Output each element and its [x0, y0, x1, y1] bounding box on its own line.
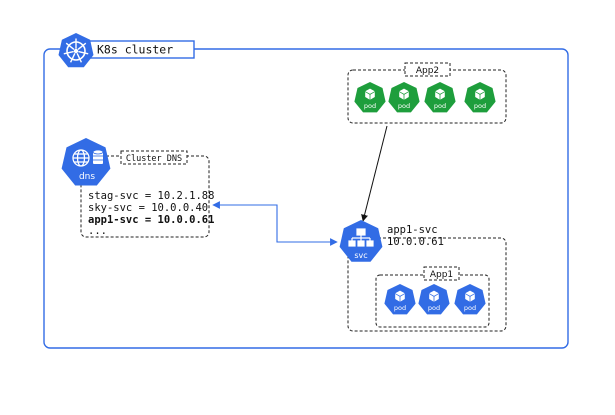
pod-label: pod — [474, 102, 486, 110]
svc-ip: 10.0.0.61 — [387, 236, 444, 248]
pod-icon: pod — [424, 82, 456, 113]
pod-label: pod — [364, 102, 376, 110]
app1-label: App1 — [430, 270, 453, 280]
pod-icon: pod — [354, 82, 386, 113]
service-icon: svc — [339, 220, 383, 262]
dns-icon-label: dns — [79, 172, 95, 182]
app2-pods: pod pod pod pod — [354, 82, 496, 113]
dns-record: stag-svc = 10.2.1.88 — [88, 190, 214, 202]
pod-icon: pod — [418, 284, 450, 315]
app2-to-svc-arrow — [361, 125, 388, 222]
svc-name: app1-svc — [387, 224, 438, 236]
dns-record: sky-svc = 10.0.0.40 — [88, 202, 208, 214]
pod-icon: pod — [384, 284, 416, 315]
dns-icon: dns — [61, 138, 111, 186]
app1-label-box — [423, 266, 460, 281]
app1-svc-box — [347, 237, 507, 332]
dns-box-label: Cluster DNS — [126, 154, 182, 164]
app1-pods: pod pod pod — [384, 284, 486, 315]
pod-icon: pod — [464, 82, 496, 113]
pod-icon: pod — [388, 82, 420, 113]
dns-record-highlighted: app1-svc = 10.0.0.61 — [88, 214, 214, 226]
pod-label: pod — [398, 102, 410, 110]
pod-label: pod — [464, 304, 476, 312]
kubernetes-wheel-icon — [58, 33, 94, 68]
cluster-title: K8s cluster — [97, 43, 173, 57]
app2-label-box — [404, 62, 451, 77]
dns-box — [80, 155, 210, 238]
cluster-border — [43, 48, 569, 349]
app2-box — [347, 69, 507, 124]
dns-svc-connector — [212, 201, 338, 246]
dns-label-box — [120, 150, 188, 165]
dns-record: ... — [88, 225, 107, 237]
pod-label: pod — [434, 102, 446, 110]
svc-icon-label: svc — [354, 251, 367, 260]
pod-icon: pod — [454, 284, 486, 315]
pod-label: pod — [394, 304, 406, 312]
pod-label: pod — [428, 304, 440, 312]
app2-label: App2 — [416, 66, 439, 76]
